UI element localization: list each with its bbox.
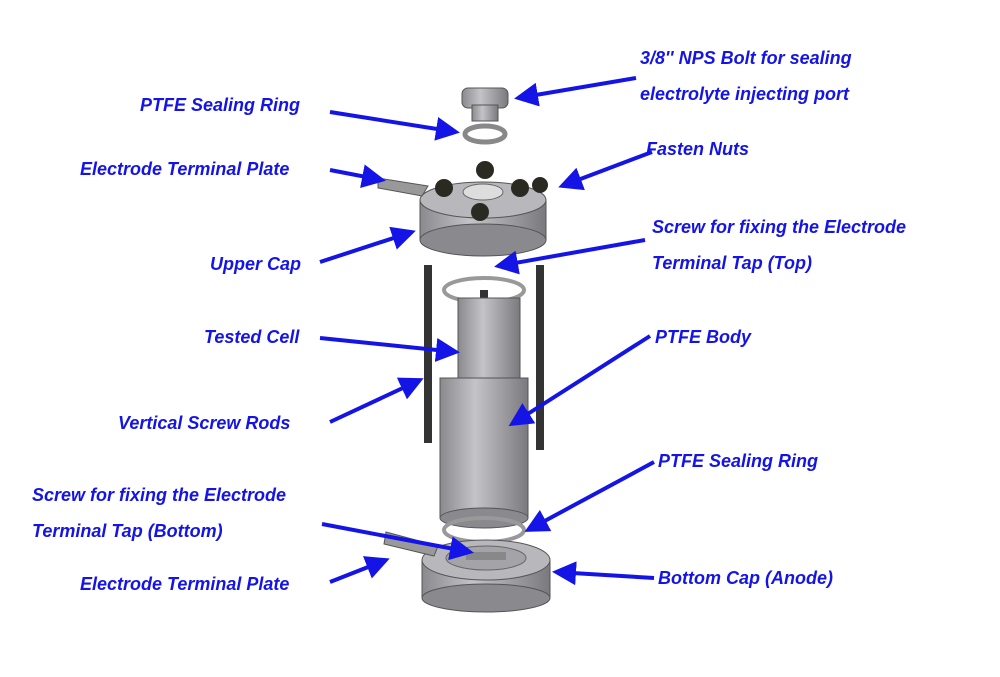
- nps-bolt-part: [461, 87, 509, 122]
- terminal-plate-top-part: [377, 177, 429, 197]
- ptfe-body-part: [439, 297, 529, 529]
- ptfe-ring-top-part: [462, 123, 508, 145]
- label-upper-cap: Upper Cap: [210, 254, 302, 274]
- label-ptfe-body: PTFE Body: [655, 327, 752, 347]
- label-bottom-cap: Bottom Cap (Anode): [658, 568, 833, 588]
- callout-arrows: [319, 76, 655, 586]
- label-ptfe-ring-top: PTFE Sealing Ring: [140, 95, 301, 115]
- label-terminal-plate-top: Electrode Terminal Plate: [80, 159, 290, 179]
- wing-nuts-part: [435, 161, 548, 221]
- label-vertical-rods: Vertical Screw Rods: [118, 413, 291, 433]
- rod-left: [424, 265, 432, 443]
- bottom-cap-part: [421, 539, 551, 613]
- label-fasten-nuts: Fasten Nuts: [646, 139, 750, 159]
- rod-right: [536, 265, 544, 450]
- label-terminal-plate-bottom: Electrode Terminal Plate: [80, 574, 290, 594]
- label-tested-cell: Tested Cell: [204, 327, 300, 347]
- label-ptfe-ring-bottom: PTFE Sealing Ring: [658, 451, 819, 471]
